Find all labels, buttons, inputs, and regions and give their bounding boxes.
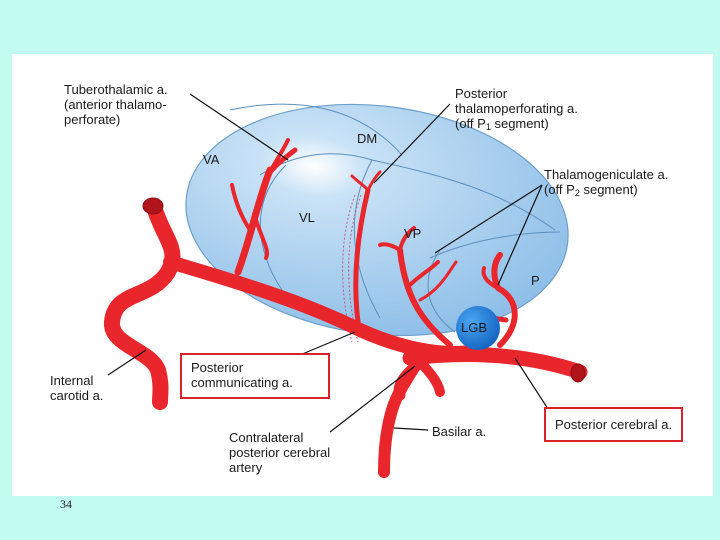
contralateral-pca-label: Contralateral posterior cerebral artery — [229, 430, 331, 475]
region-label-va: VA — [203, 152, 220, 167]
internal-carotid-artery — [104, 202, 181, 410]
thalamogeniculate-label: Thalamogeniculate a. (off P2 segment) — [544, 167, 668, 201]
posterior-communicating-label: Posterior communicating a. — [180, 353, 330, 399]
lgb-body — [456, 306, 500, 350]
basilar-artery — [378, 344, 431, 478]
contralateral-crossing — [413, 355, 445, 397]
posterior-cerebral-label: Posterior cerebral a. — [544, 407, 684, 442]
region-label-p: P — [531, 273, 540, 288]
pca-stump — [570, 363, 586, 383]
region-label-vl: VL — [299, 210, 315, 225]
arteries — [104, 138, 588, 478]
pt-line2: thalamoperforating a. — [455, 101, 578, 116]
pt-line1: Posterior — [455, 86, 508, 101]
region-label-vp: VP — [404, 226, 422, 241]
pt-line3-prefix: (off P — [455, 116, 486, 131]
pt-line3-suffix: segment) — [490, 116, 549, 131]
pt-line3-sub: 1 — [485, 122, 491, 132]
tuberothalamic-label: Tuberothalamic a. (anterior thalamo- per… — [64, 82, 168, 127]
leader-lines — [107, 93, 551, 433]
region-label-dm: DM — [357, 131, 378, 146]
tg-line2: (off P2 segment) — [544, 182, 668, 201]
tg-line2-sub: 2 — [574, 188, 580, 198]
internal-carotid-label: Internal carotid a. — [50, 373, 104, 403]
carotid-stump — [142, 197, 164, 215]
pt-line3: (off P1 segment) — [455, 116, 578, 135]
page-number: 34 — [60, 497, 72, 511]
region-label-lgb: LGB — [461, 320, 488, 335]
basilar-label: Basilar a. — [432, 424, 487, 439]
vp-branch — [397, 247, 453, 348]
tg-line1: Thalamogeniculate a. — [544, 167, 669, 182]
posterior-thalamoperforating-label: Posterior thalamoperforating a. (off P1 … — [455, 86, 578, 135]
tg-line2-prefix: (off P — [544, 182, 575, 197]
tg-line2-suffix: segment) — [579, 182, 638, 197]
posterior-thalamoperforating-artery — [353, 187, 371, 338]
